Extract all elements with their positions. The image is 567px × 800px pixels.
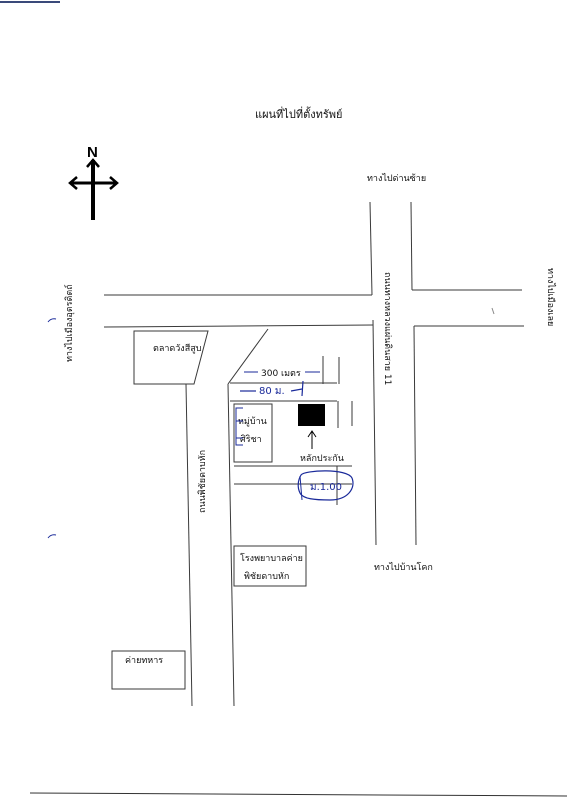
side-road-label: ถนนพิชัยดาบหัก (197, 450, 208, 513)
crossroad-bottom-left (103, 324, 374, 328)
highway-11-right-lower (413, 325, 417, 546)
highway-11-left-upper (369, 201, 373, 296)
scan-mark-2 (47, 534, 57, 539)
scan-mark-1 (47, 318, 57, 323)
market-label: ตลาดวังสีสูบ (153, 343, 202, 354)
to-loei-label: ทางไปเมืองเลย (545, 268, 556, 326)
side-road-junction (227, 328, 269, 385)
road-network (103, 201, 524, 707)
highway-11-left-lower (372, 319, 377, 546)
property-id-annotation: ม.1.00 (297, 470, 354, 501)
side-road-left (185, 383, 193, 707)
to-ban-dan-chai-label: ทางไปด่านซ้าย (367, 173, 426, 184)
highway-11-label: ถนนทางหลวงแผ่นดินสาย 11 (382, 272, 393, 385)
hospital-label-line2: พิชัยดาบหัก (244, 571, 289, 582)
scan-mark-3 (491, 307, 495, 315)
hospital-label-line1: โรงพยาบาลค่าย (240, 553, 303, 564)
to-ban-khok-label: ทางไปบ้านโคก (374, 562, 433, 573)
distance-80-label: 80 ม. (259, 386, 285, 397)
side-road-right (227, 383, 235, 707)
distance-300-marker: 300 เมตร (244, 369, 320, 379)
distance-80-marker: 80 ม. (240, 380, 304, 397)
highway-11-right-upper (410, 201, 413, 291)
property-id-label: ม.1.00 (310, 482, 342, 493)
north-arrow-icon: N (68, 144, 119, 220)
market-block: ตลาดวังสีสูบ (133, 330, 209, 385)
army-camp-block: ค่ายทหาร (111, 650, 186, 690)
village-block: หมู่บ้าน ศิริชา (233, 403, 273, 463)
army-camp-label: ค่ายทหาร (125, 656, 163, 666)
village-label-line2: ศิริชา (240, 434, 262, 445)
property-pointer-arrow (307, 430, 317, 449)
north-label: N (87, 144, 98, 161)
hospital-block: โรงพยาบาลค่าย พิชัยดาบหัก (233, 545, 307, 587)
property-marker-icon (298, 404, 325, 426)
village-label-line1: หมู่บ้าน (238, 416, 267, 427)
map-title: แผนที่ไปที่ตั้งทรัพย์ (255, 106, 342, 121)
distance-300-label: 300 เมตร (261, 369, 301, 379)
security-post-label: หลักประกัน (300, 454, 344, 464)
property-lanes (230, 356, 353, 505)
scan-edge-bottom (29, 792, 567, 797)
to-mueang-uttaradit-label: ทางไปเมืองอุตรดิตถ์ (63, 284, 75, 362)
